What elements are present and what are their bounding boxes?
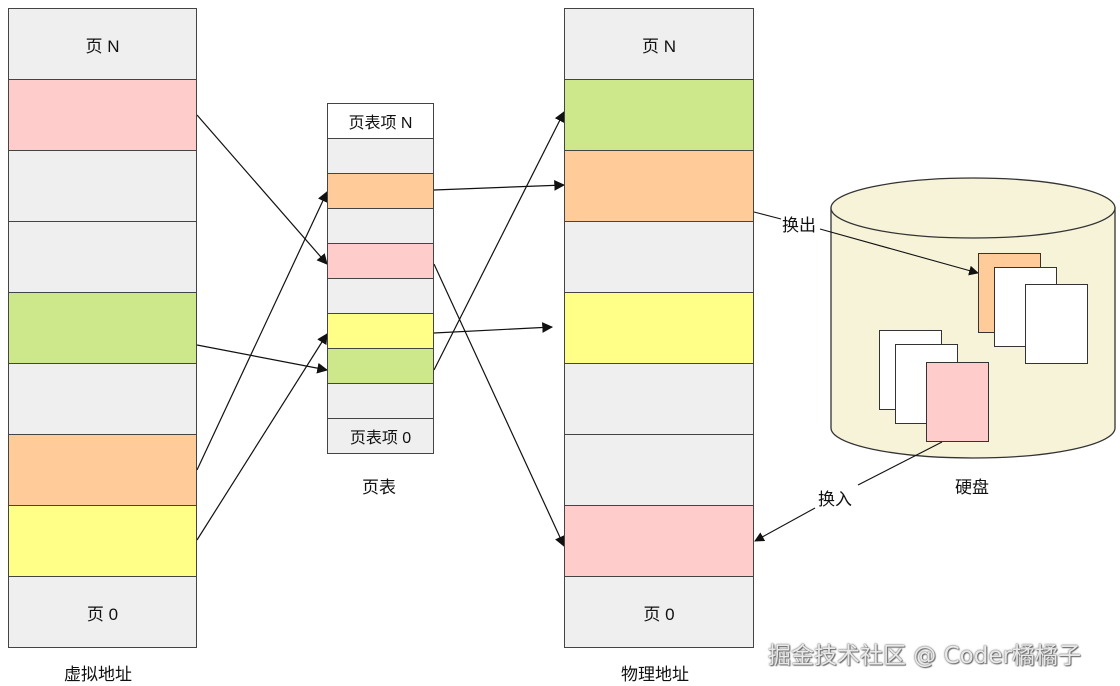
arrow-virtual-pink-to-table bbox=[196, 114, 328, 265]
arrow-table-orange-to-physical bbox=[433, 179, 566, 191]
page-table-entry-9: 页表项 0 bbox=[327, 418, 434, 454]
page-table-entry-6 bbox=[327, 313, 434, 349]
page-table-entry-3 bbox=[327, 208, 434, 244]
physical-address-label: 物理地址 bbox=[621, 665, 689, 684]
physical-address-column: 页 N 页 0 bbox=[564, 8, 754, 648]
arrow-virtual-yellow-to-table bbox=[196, 333, 328, 541]
disk-top bbox=[830, 177, 1116, 239]
physical-page-cell-1 bbox=[564, 79, 754, 151]
swap-in-label: 换入 bbox=[818, 490, 852, 509]
virtual-page-cell-3 bbox=[8, 221, 197, 293]
physical-page-cell-7 bbox=[564, 505, 754, 577]
virtual-page-cell-0: 页 N bbox=[8, 8, 197, 80]
virtual-page-cell-6 bbox=[8, 434, 197, 506]
swap-out-line-b bbox=[819, 228, 979, 276]
swap-out-line-a bbox=[753, 211, 782, 220]
watermark: 掘金技术社区 @ Coder橘橘子 bbox=[768, 643, 1081, 669]
virtual-page-cell-7 bbox=[8, 505, 197, 577]
page-table-entry-4 bbox=[327, 243, 434, 279]
arrow-table-pink-to-physical bbox=[433, 263, 565, 547]
hard-disk-label: 硬盘 bbox=[955, 478, 989, 497]
virtual-page-cell-2 bbox=[8, 150, 197, 222]
page-table-entry-5 bbox=[327, 278, 434, 314]
page-table-label: 页表 bbox=[362, 478, 396, 497]
swap-in-line-a bbox=[857, 441, 943, 486]
page-table-entry-1 bbox=[327, 138, 434, 174]
arrow-virtual-green-to-table bbox=[196, 344, 329, 374]
page-table-entry-0: 页表项 N bbox=[327, 103, 434, 139]
virtual-page-cell-8: 页 0 bbox=[8, 576, 197, 648]
physical-page-cell-6 bbox=[564, 434, 754, 506]
page-table-entry-7 bbox=[327, 348, 434, 384]
swap-in-line-b bbox=[754, 507, 816, 542]
arrow-virtual-orange-to-table bbox=[196, 191, 328, 471]
page-table-entry-2 bbox=[327, 173, 434, 209]
virtual-page-cell-5 bbox=[8, 363, 197, 435]
disk-page-white-2 bbox=[1025, 284, 1088, 364]
physical-page-cell-8: 页 0 bbox=[564, 576, 754, 648]
page-table-entry-8 bbox=[327, 383, 434, 419]
physical-page-cell-0: 页 N bbox=[564, 8, 754, 80]
physical-page-cell-5 bbox=[564, 363, 754, 435]
page-table-column: 页表项 N 页表项 0 bbox=[327, 103, 434, 454]
arrow-table-green-to-physical bbox=[433, 111, 565, 371]
arrow-table-yellow-to-physical bbox=[433, 322, 554, 334]
physical-page-cell-3 bbox=[564, 221, 754, 293]
virtual-address-column: 页 N 页 0 bbox=[8, 8, 197, 648]
disk-page-pink bbox=[926, 362, 989, 442]
physical-page-cell-2 bbox=[564, 150, 754, 222]
virtual-page-cell-4 bbox=[8, 292, 197, 364]
virtual-page-cell-1 bbox=[8, 79, 197, 151]
swap-out-label: 换出 bbox=[782, 216, 816, 235]
physical-page-cell-4 bbox=[564, 292, 754, 364]
virtual-address-label: 虚拟地址 bbox=[64, 665, 132, 684]
